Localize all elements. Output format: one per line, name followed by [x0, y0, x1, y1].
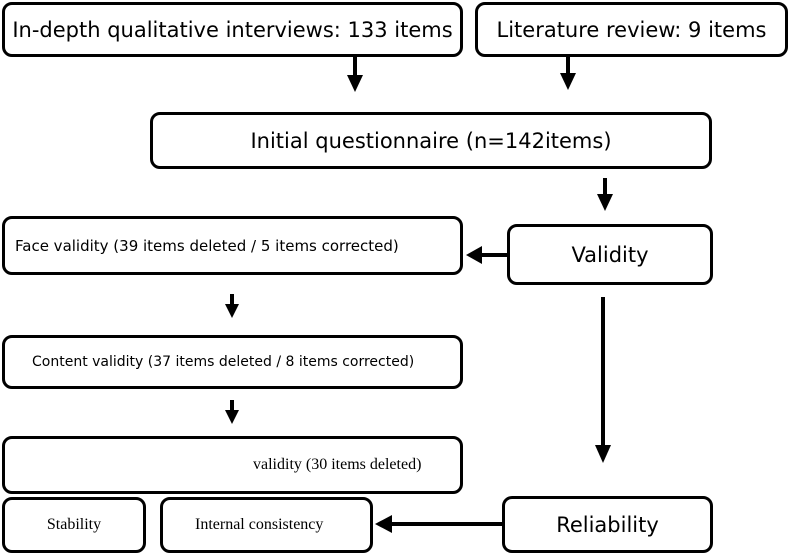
construct-validity-box: validity (30 items deleted) [2, 436, 463, 494]
arrow-down [347, 57, 363, 92]
arrow-left [466, 246, 507, 264]
face-validity-label: Face validity (39 items deleted / 5 item… [15, 236, 399, 255]
validity-label: Validity [571, 242, 649, 267]
literature-box: Literature review: 9 items [475, 2, 788, 57]
reliability-box: Reliability [502, 496, 713, 553]
arrow-down [597, 178, 613, 211]
initial-questionnaire-box: Initial questionnaire (n=142items) [150, 112, 712, 169]
interviews-box: In-depth qualitative interviews: 133 ite… [2, 2, 463, 57]
stability-box: Stability [2, 497, 146, 553]
initial-questionnaire-label: Initial questionnaire (n=142items) [250, 128, 612, 153]
construct-validity-label: validity (30 items deleted) [253, 456, 422, 473]
literature-label: Literature review: 9 items [496, 17, 767, 42]
arrow-down [225, 400, 239, 424]
arrow-long-down [595, 297, 611, 463]
arrow-down [225, 294, 239, 318]
arrow-down [560, 57, 576, 90]
face-validity-box: Face validity (39 items deleted / 5 item… [2, 216, 463, 275]
reliability-label: Reliability [556, 512, 659, 537]
interviews-label: In-depth qualitative interviews: 133 ite… [12, 17, 453, 42]
arrow-left [375, 515, 502, 533]
internal-consistency-label: Internal consistency [195, 516, 324, 533]
content-validity-box: Content validity (37 items deleted / 8 i… [2, 335, 463, 389]
stability-label: Stability [46, 516, 102, 533]
validity-box: Validity [507, 224, 713, 285]
internal-consistency-box: Internal consistency [160, 497, 373, 553]
content-validity-label: Content validity (37 items deleted / 8 i… [32, 354, 415, 370]
